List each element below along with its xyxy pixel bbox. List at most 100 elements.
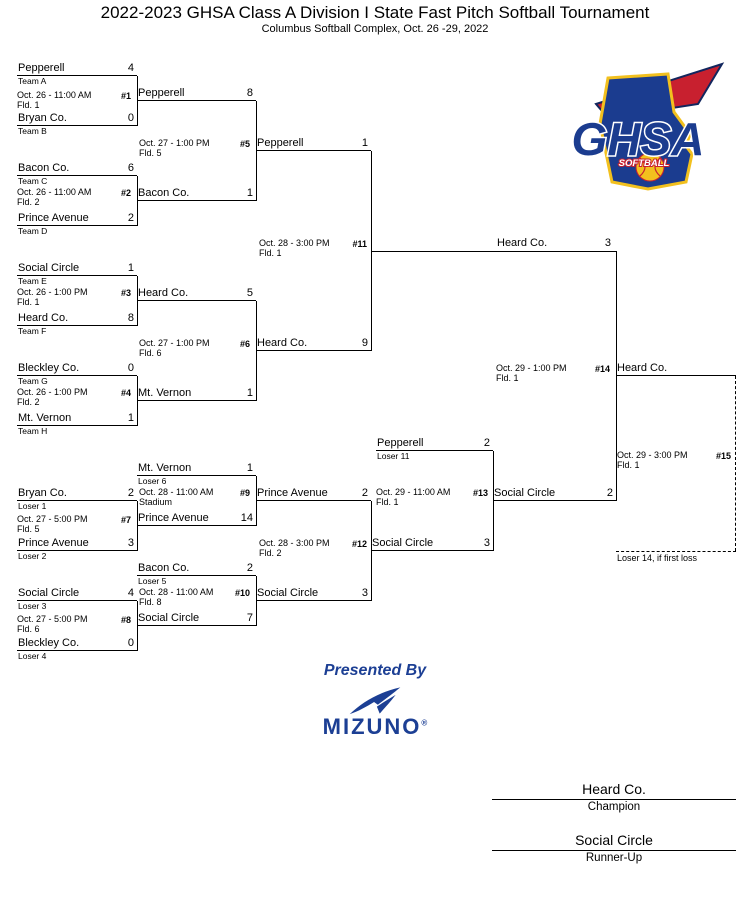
game-field: Fld. 1 xyxy=(17,297,40,307)
team-score: 1 xyxy=(127,412,134,424)
game-10-label: Oct. 28 - 11:00 AM #10 Fld. 8 xyxy=(139,587,250,607)
georgia-state-shape xyxy=(598,72,694,191)
team-score: 0 xyxy=(127,112,134,124)
slot-g5-bottom: Bacon Co. 1 xyxy=(137,185,256,201)
slot-g7-top: Bryan Co. 2 Loser 1 xyxy=(17,485,137,511)
game-number: #12 xyxy=(351,539,367,549)
connector-g5 xyxy=(256,101,257,201)
runnerup-label: Runner-Up xyxy=(585,852,643,864)
team-name: Social Circle xyxy=(257,587,319,599)
game-field: Fld. 1 xyxy=(17,100,40,110)
game-12-label: Oct. 28 - 3:00 PM #12 Fld. 2 xyxy=(259,538,367,558)
game-field: Fld. 6 xyxy=(17,624,40,634)
slot-g9-bottom: Prince Avenue 14 xyxy=(137,510,256,526)
mizuno-runbird-icon xyxy=(349,687,401,715)
page-title: 2022-2023 GHSA Class A Division I State … xyxy=(100,3,650,22)
slot-tag: Team E xyxy=(18,276,47,286)
game-when: Oct. 26 - 11:00 AM xyxy=(17,90,92,100)
game-when: Oct. 28 - 3:00 PM xyxy=(259,538,330,548)
team-name: Social Circle xyxy=(18,262,80,274)
connector-g7 xyxy=(137,501,138,551)
game-number: #3 xyxy=(120,288,131,298)
team-score: 5 xyxy=(246,287,253,299)
mizuno-wordmark: MIZUNO® xyxy=(265,714,485,740)
game-number: #4 xyxy=(120,388,131,398)
connector-g3 xyxy=(137,276,138,326)
team-score: 8 xyxy=(127,312,134,324)
ghsa-logo-sport-text: SOFTBALL xyxy=(619,158,670,169)
game-when: Oct. 29 - 1:00 PM xyxy=(496,363,567,373)
slot-g2-top: Bacon Co. 6 Team C xyxy=(17,160,137,186)
connector-g9 xyxy=(256,476,257,526)
team-name: Pepperell xyxy=(257,137,304,149)
game-number: #1 xyxy=(120,91,131,101)
runnerup-line: Social Circle xyxy=(492,832,736,851)
game-field: Fld. 1 xyxy=(259,248,282,258)
slot-g9-top: Mt. Vernon 1 Loser 6 xyxy=(137,460,256,486)
connector-g14 xyxy=(616,251,617,501)
game-number: #2 xyxy=(120,188,131,198)
slot-tag: Team C xyxy=(18,176,48,186)
slot-tag: Loser 11 xyxy=(377,451,410,461)
slot-tag: Team A xyxy=(18,76,47,86)
team-name: Heard Co. xyxy=(497,237,548,249)
slot-g10-bottom: Social Circle 7 xyxy=(137,610,256,626)
slot-g6-top: Heard Co. 5 xyxy=(137,285,256,301)
team-name: Bryan Co. xyxy=(18,112,67,124)
game-when: Oct. 28 - 11:00 AM xyxy=(139,587,214,597)
game-field: Fld. 5 xyxy=(139,148,162,158)
slot-g14-top: Heard Co. 3 xyxy=(496,235,614,250)
game-when: Oct. 27 - 5:00 PM xyxy=(17,514,88,524)
slot-g7-bottom: Prince Avenue 3 Loser 2 xyxy=(17,535,137,561)
game-15-label: Oct. 29 - 3:00 PM #15 Fld. 1 xyxy=(617,450,731,470)
connector-g15-dashed-horizontal xyxy=(616,551,736,552)
team-name: Bleckley Co. xyxy=(18,362,80,374)
page-subtitle: Columbus Softball Complex, Oct. 26 -29, … xyxy=(261,23,489,35)
slot-g11-top: Pepperell 1 xyxy=(256,135,371,151)
game-field: Fld. 6 xyxy=(139,348,162,358)
game-number: #15 xyxy=(715,451,731,461)
slot-g14-bottom: Social Circle 2 xyxy=(493,485,616,501)
g11-output-line xyxy=(371,251,616,252)
slot-tag: Team D xyxy=(18,226,48,236)
game-field: Fld. 1 xyxy=(617,460,640,470)
slot-tag: Team H xyxy=(18,426,48,436)
game-when: Oct. 27 - 1:00 PM xyxy=(139,138,210,148)
slot-g4-top: Bleckley Co. 0 Team G xyxy=(17,360,137,386)
game-when: Oct. 28 - 3:00 PM xyxy=(259,238,330,248)
connector-g12 xyxy=(371,501,372,601)
game-when: Oct. 26 - 1:00 PM xyxy=(17,387,88,397)
slot-tag: Loser 6 xyxy=(138,476,167,486)
slot-g13-bottom: Social Circle 3 xyxy=(371,535,493,551)
team-score: 2 xyxy=(127,487,134,499)
game-3-label: Oct. 26 - 1:00 PM #3 Fld. 1 xyxy=(17,287,131,307)
softball-icon xyxy=(635,152,665,182)
connector-g15-dashed-vertical xyxy=(735,376,736,551)
game-field: Fld. 1 xyxy=(376,497,399,507)
team-score: 3 xyxy=(361,587,368,599)
team-name: Social Circle xyxy=(18,587,80,599)
connector-g6 xyxy=(256,301,257,401)
team-name: Social Circle xyxy=(494,487,556,499)
game-number: #11 xyxy=(352,239,367,249)
slot-tag: Team G xyxy=(18,376,48,386)
game-11-label: Oct. 28 - 3:00 PM #11 Fld. 1 xyxy=(259,238,367,258)
slot-tag: Team F xyxy=(18,326,47,336)
slot-g5-top: Pepperell 8 xyxy=(137,85,256,101)
game-7-label: Oct. 27 - 5:00 PM #7 Fld. 5 xyxy=(17,514,131,534)
connector-g13 xyxy=(493,451,494,551)
team-score: 4 xyxy=(127,587,134,599)
champion-name: Heard Co. xyxy=(582,781,646,797)
slot-g4-bottom: Mt. Vernon 1 Team H xyxy=(17,410,137,436)
game-number: #13 xyxy=(472,488,488,498)
if-necessary-note: Loser 14, if first loss xyxy=(617,553,698,563)
team-score: 14 xyxy=(240,512,253,524)
game-field: Fld. 2 xyxy=(259,548,282,558)
team-score: 1 xyxy=(246,387,253,399)
team-score: 3 xyxy=(127,537,134,549)
team-score: 3 xyxy=(604,237,611,249)
champion-label: Champion xyxy=(587,801,641,813)
team-name: Pepperell xyxy=(138,87,185,99)
brand-text: MIZUNO xyxy=(322,714,422,739)
